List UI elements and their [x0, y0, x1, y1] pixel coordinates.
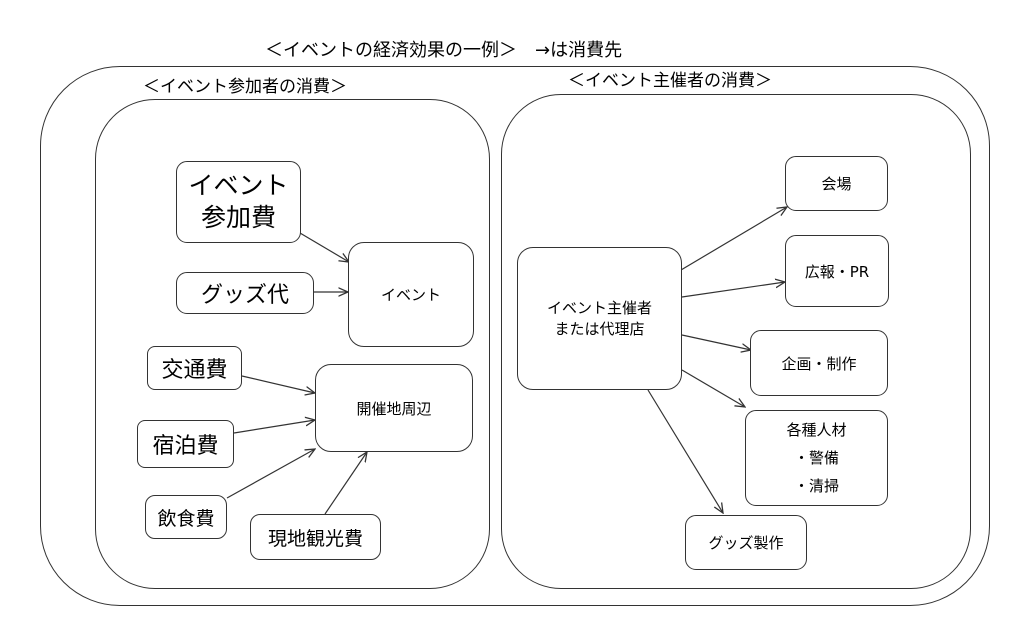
food-cost-box: 飲食費 — [145, 495, 227, 539]
pr-box: 広報・PR — [785, 235, 889, 307]
arrow-lodging-to-venue-area — [233, 420, 315, 434]
staff-line3: ・清掃 — [793, 477, 839, 495]
goods-cost-label: グッズ代 — [200, 283, 289, 308]
planning-box: 企画・制作 — [750, 330, 888, 396]
arrow-fee-to-event — [299, 232, 349, 262]
arrow-organizer-to-goods-production — [647, 389, 723, 513]
organizer-source-box: イベント主催者 または代理店 — [517, 247, 682, 390]
arrow-organizer-to-planning — [681, 334, 751, 350]
venue-area-box: 開催地周辺 — [315, 364, 473, 452]
organizer-heading: ＜イベント主催者の消費＞ — [568, 71, 772, 91]
participant-panel — [95, 99, 490, 589]
venue-label: 会場 — [821, 175, 852, 193]
staff-line2: ・警備 — [793, 449, 839, 467]
event-target-label: イベント — [380, 286, 441, 304]
venue-area-label: 開催地周辺 — [356, 399, 432, 418]
sightseeing-cost-label: 現地観光費 — [267, 527, 363, 550]
goods-production-box: グッズ製作 — [685, 515, 807, 570]
staff-box: 各種人材 ・警備 ・清掃 — [745, 410, 888, 506]
sightseeing-cost-box: 現地観光費 — [250, 514, 381, 560]
arrow-transport-to-venue-area — [241, 375, 315, 393]
participant-heading: ＜イベント参加者の消費＞ — [143, 77, 347, 97]
event-fee-line2: 参加費 — [200, 203, 276, 232]
arrow-organizer-to-pr — [681, 282, 785, 298]
diagram-title: ＜イベントの経済効果の一例＞ →は消費先 — [265, 40, 623, 61]
arrow-organizer-to-venue — [680, 207, 787, 271]
lodging-cost-label: 宿泊費 — [152, 434, 219, 459]
food-cost-label: 飲食費 — [157, 507, 215, 530]
arrow-organizer-to-staff — [681, 369, 745, 407]
planning-label: 企画・制作 — [781, 354, 857, 373]
goods-cost-box: グッズ代 — [176, 272, 314, 314]
goods-production-label: グッズ製作 — [708, 534, 784, 552]
event-target-box: イベント — [348, 242, 474, 347]
transport-cost-label: 交通費 — [161, 358, 228, 383]
staff-line1: 各種人材 — [786, 421, 847, 439]
organizer-panel — [501, 94, 971, 589]
event-fee-line1: イベント — [188, 171, 289, 200]
organizer-source-line2: または代理店 — [554, 319, 645, 338]
pr-label: 広報・PR — [804, 262, 870, 281]
arrow-food-to-venue-area — [226, 449, 315, 499]
outer-panel — [40, 66, 990, 606]
venue-box: 会場 — [785, 156, 888, 211]
arrow-sightseeing-to-venue-area — [324, 452, 367, 515]
transport-cost-box: 交通費 — [147, 346, 242, 390]
event-fee-box: イベント 参加費 — [176, 161, 301, 243]
organizer-source-line1: イベント主催者 — [546, 298, 652, 317]
lodging-cost-box: 宿泊費 — [137, 420, 234, 468]
